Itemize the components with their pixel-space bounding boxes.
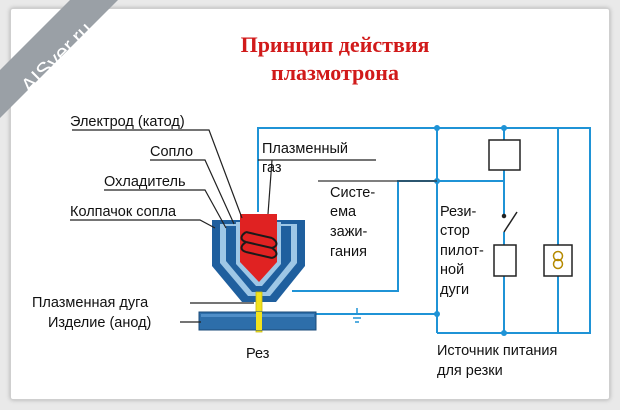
label-ignition-4: гания [330,244,367,260]
label-resistor-1: Рези- [440,204,477,220]
power-source-icon [543,244,573,277]
label-cooler: Охладитель [104,174,186,190]
label-ignition-3: зажи- [330,224,368,240]
label-cut: Рез [246,346,270,362]
ground-icon [351,308,363,323]
diagram-frame [10,8,610,400]
title-line-2: плазмотрона [271,60,399,85]
ignition-block [488,139,521,171]
label-leaders [70,129,376,323]
label-workpiece: Изделие (анод) [48,315,151,331]
pilot-resistor [493,244,517,277]
label-plasma-gas-1: Плазменный [262,141,348,157]
label-resistor-3: пилот- [440,243,484,259]
label-nozzle: Сопло [150,144,193,160]
label-resistor-5: дуги [440,282,469,298]
label-resistor-4: ной [440,262,464,278]
pilot-switch [501,211,518,233]
label-resistor-2: стор [440,223,470,239]
wiring [257,127,591,334]
label-power-source-1: Источник питания [437,343,557,359]
label-power-source-2: для резки [437,363,503,379]
plasma-torch [212,214,305,302]
title-line-1: Принцип действия [241,32,430,57]
label-nozzle-cap: Колпачок сопла [70,204,177,220]
watermark-ribbon: AISver.ru [0,0,118,118]
label-ignition-2: ема [330,204,357,220]
label-electrode: Электрод (катод) [70,114,185,130]
label-ignition-1: Систе- [330,185,375,201]
label-plasma-arc: Плазменная дуга [32,295,149,311]
workpiece [198,311,317,331]
label-plasma-gas-2: газ [262,160,282,176]
